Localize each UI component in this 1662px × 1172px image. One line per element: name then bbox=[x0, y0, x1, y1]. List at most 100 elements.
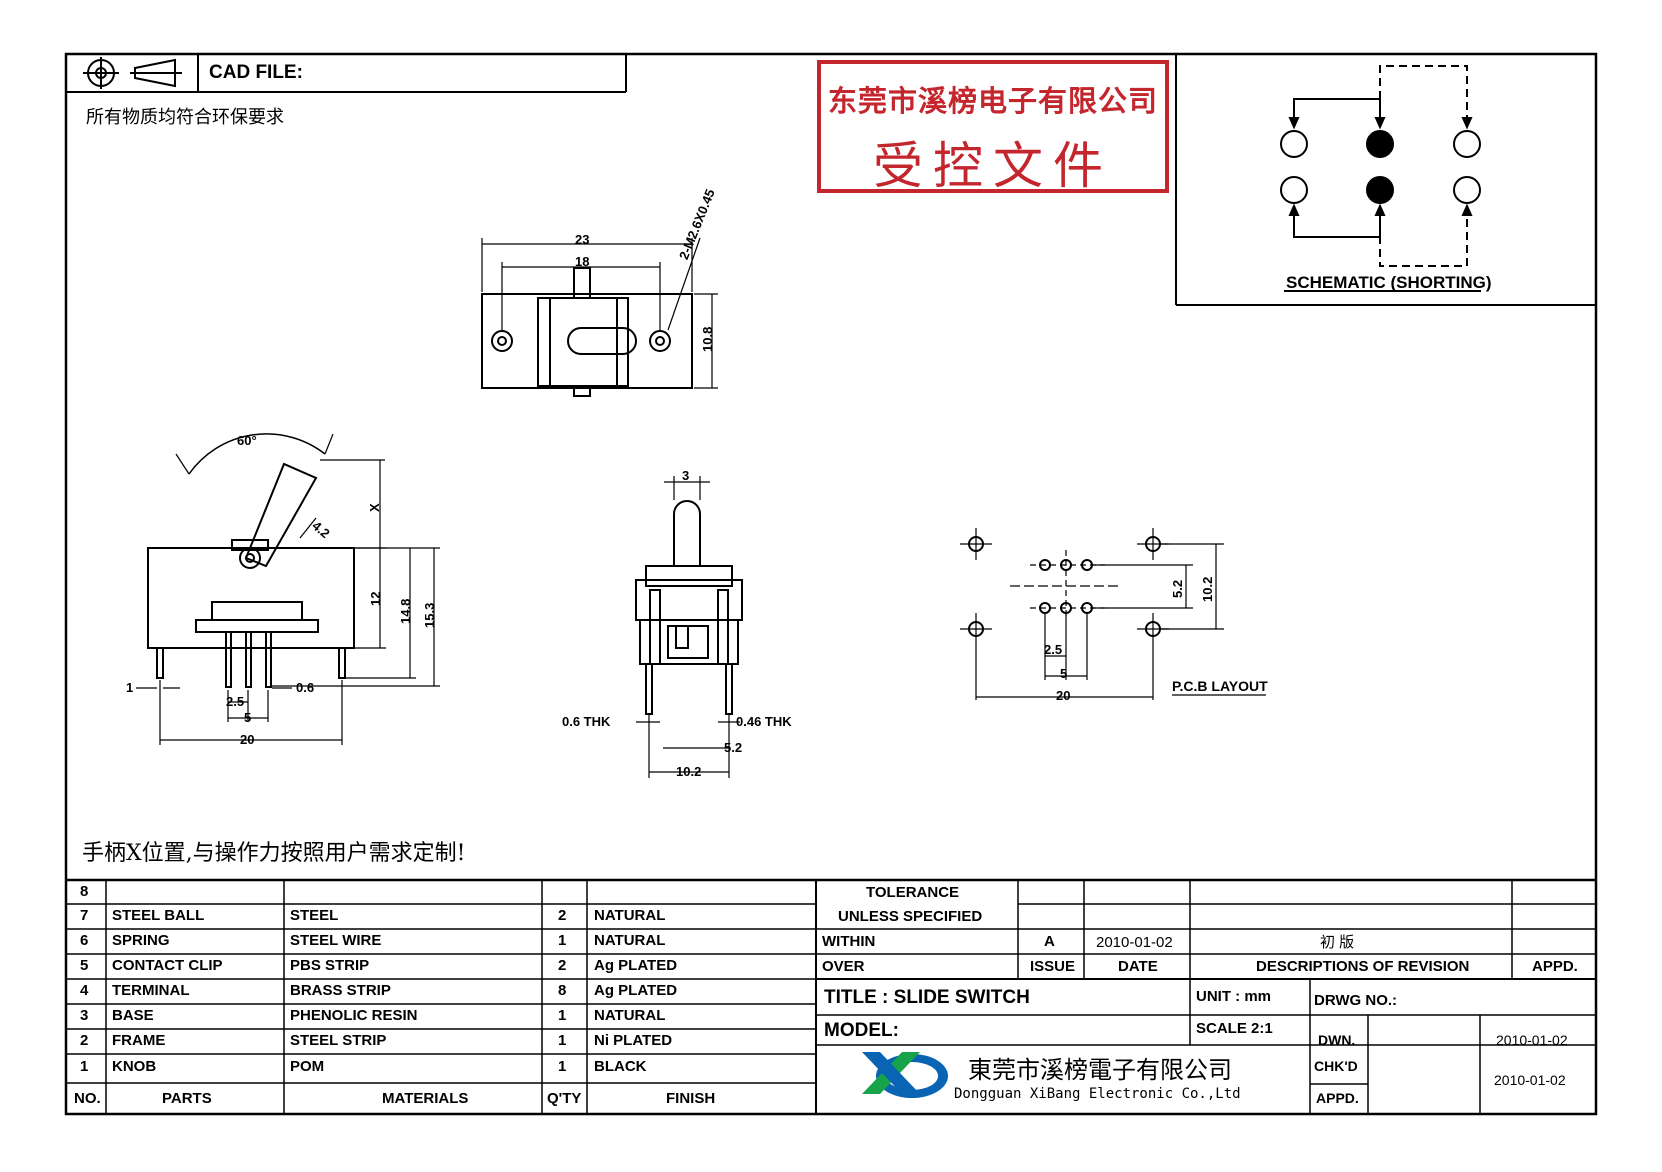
row-no: 6 bbox=[80, 932, 89, 949]
header-finish: FINISH bbox=[666, 1090, 716, 1107]
dim-3: 3 bbox=[682, 468, 690, 483]
row-part: TERMINAL bbox=[112, 982, 190, 999]
unless-specified-label: UNLESS SPECIFIED bbox=[838, 908, 983, 925]
row-qty: 1 bbox=[558, 1058, 567, 1075]
dim-15-3: 15.3 bbox=[422, 602, 437, 628]
drawing-title: TITLE : SLIDE SWITCH bbox=[824, 987, 1030, 1008]
row-no: 1 bbox=[80, 1058, 89, 1075]
dim-0-6: 0.6 bbox=[296, 680, 315, 695]
pcb-layout-drawing bbox=[960, 528, 1266, 700]
pcb-layout-label: P.C.B LAYOUT bbox=[1172, 678, 1268, 694]
dim-1: 1 bbox=[126, 680, 134, 695]
dim-18: 18 bbox=[575, 254, 590, 269]
date-label: DATE bbox=[1118, 958, 1158, 975]
row-qty: 1 bbox=[558, 1007, 567, 1024]
handle-position-note: 手柄X位置,与操作力按照用户需求定制! bbox=[82, 841, 466, 866]
dim-10-8: 10.8 bbox=[700, 326, 715, 352]
row-no: 5 bbox=[80, 957, 89, 974]
appd-label: APPD. bbox=[1532, 958, 1578, 975]
scale-label: SCALE 2:1 bbox=[1196, 1020, 1273, 1037]
header-materials: MATERIALS bbox=[382, 1090, 469, 1107]
row-part: KNOB bbox=[112, 1058, 157, 1075]
row-finish: NATURAL bbox=[594, 932, 666, 949]
dim-10-2: 10.2 bbox=[676, 764, 702, 779]
company-name-en: Dongguan XiBang Electronic Co.,Ltd bbox=[954, 1086, 1241, 1102]
tolerance-label: TOLERANCE bbox=[866, 884, 960, 901]
over-label: OVER bbox=[822, 958, 865, 975]
pcb-dim-10-2: 10.2 bbox=[1200, 576, 1215, 602]
projection-symbol-icon bbox=[83, 57, 182, 89]
pcb-dim-5: 5 bbox=[1060, 666, 1068, 681]
row-qty: 2 bbox=[558, 907, 567, 924]
row-part: CONTACT CLIP bbox=[112, 957, 223, 974]
row-part: STEEL BALL bbox=[112, 907, 205, 924]
dim-23: 23 bbox=[575, 232, 590, 247]
row-finish: Ag PLATED bbox=[594, 957, 678, 974]
dim-angle: 60° bbox=[237, 433, 257, 448]
row-finish: Ag PLATED bbox=[594, 982, 678, 999]
dim-5-2: 5.2 bbox=[724, 740, 743, 755]
row-finish: Ni PLATED bbox=[594, 1032, 673, 1049]
row-material: PBS STRIP bbox=[290, 957, 370, 974]
stamp-company: 东莞市溪榜电子有限公司 bbox=[827, 84, 1158, 118]
revision-date: 2010-01-02 bbox=[1096, 934, 1173, 951]
row-material: POM bbox=[290, 1058, 325, 1075]
row-finish: NATURAL bbox=[594, 907, 666, 924]
row-material: PHENOLIC RESIN bbox=[290, 1007, 418, 1024]
pcb-dim-5-2: 5.2 bbox=[1170, 579, 1185, 598]
schematic-diagram bbox=[1280, 65, 1481, 292]
company-name-cn: 東莞市溪榜電子有限公司 bbox=[968, 1056, 1232, 1084]
stamp-status: 受控文件 bbox=[873, 137, 1113, 195]
schematic-label: SCHEMATIC (SHORTING) bbox=[1286, 273, 1492, 292]
dim-14-8: 14.8 bbox=[398, 598, 413, 624]
approved-label: APPD. bbox=[1316, 1090, 1359, 1106]
row-no: 2 bbox=[80, 1032, 89, 1049]
unit-label: UNIT : mm bbox=[1196, 988, 1271, 1005]
row-qty: 2 bbox=[558, 957, 567, 974]
drawn-date: 2010-01-02 bbox=[1496, 1032, 1568, 1048]
table-grid bbox=[66, 878, 1596, 1114]
row-finish: BLACK bbox=[594, 1058, 647, 1075]
front-view-drawing bbox=[635, 476, 743, 778]
drawn-label: DWN. bbox=[1318, 1032, 1356, 1048]
checked-label: CHK'D bbox=[1314, 1058, 1358, 1074]
dim-20: 20 bbox=[240, 732, 255, 747]
side-view-drawing bbox=[136, 433, 440, 745]
header-no: NO. bbox=[74, 1090, 101, 1107]
row-material: BRASS STRIP bbox=[290, 982, 391, 999]
row-qty: 8 bbox=[558, 982, 567, 999]
cad-file-label: CAD FILE: bbox=[209, 62, 303, 83]
issue-label: ISSUE bbox=[1030, 958, 1076, 975]
row-no: 4 bbox=[80, 982, 89, 999]
dim-0-46-thk: 0.46 THK bbox=[736, 714, 792, 729]
row-qty: 1 bbox=[558, 932, 567, 949]
approved-date: 2010-01-02 bbox=[1494, 1072, 1566, 1088]
pcb-dim-20: 20 bbox=[1056, 688, 1071, 703]
environment-note: 所有物质均符合环保要求 bbox=[86, 107, 284, 128]
issue-value: A bbox=[1044, 933, 1055, 950]
top-view-drawing bbox=[481, 237, 718, 397]
within-label: WITHIN bbox=[822, 933, 876, 950]
dim-2-5: 2.5 bbox=[226, 694, 245, 709]
row-material: STEEL STRIP bbox=[290, 1032, 387, 1049]
row-part: BASE bbox=[112, 1007, 154, 1024]
revision-description: 初 版 bbox=[1320, 934, 1355, 951]
dim-x: X bbox=[367, 503, 382, 512]
xibang-logo-icon bbox=[862, 1052, 948, 1098]
row-material: STEEL bbox=[290, 907, 339, 924]
controlled-document-stamp: 东莞市溪榜电子有限公司 受控文件 bbox=[817, 60, 1169, 195]
drawing-number-label: DRWG NO.: bbox=[1314, 992, 1398, 1009]
descriptions-label: DESCRIPTIONS OF REVISION bbox=[1256, 958, 1470, 975]
row-part: FRAME bbox=[112, 1032, 166, 1049]
row-qty: 1 bbox=[558, 1032, 567, 1049]
pcb-dim-2-5: 2.5 bbox=[1044, 642, 1063, 657]
row-part: SPRING bbox=[112, 932, 170, 949]
header-qty: Q'TY bbox=[547, 1090, 582, 1107]
dim-0-6-thk: 0.6 THK bbox=[562, 714, 611, 729]
dim-5: 5 bbox=[244, 710, 252, 725]
row-no: 7 bbox=[80, 907, 89, 924]
row-finish: NATURAL bbox=[594, 1007, 666, 1024]
model-label: MODEL: bbox=[824, 1020, 899, 1041]
row-material: STEEL WIRE bbox=[290, 932, 382, 949]
